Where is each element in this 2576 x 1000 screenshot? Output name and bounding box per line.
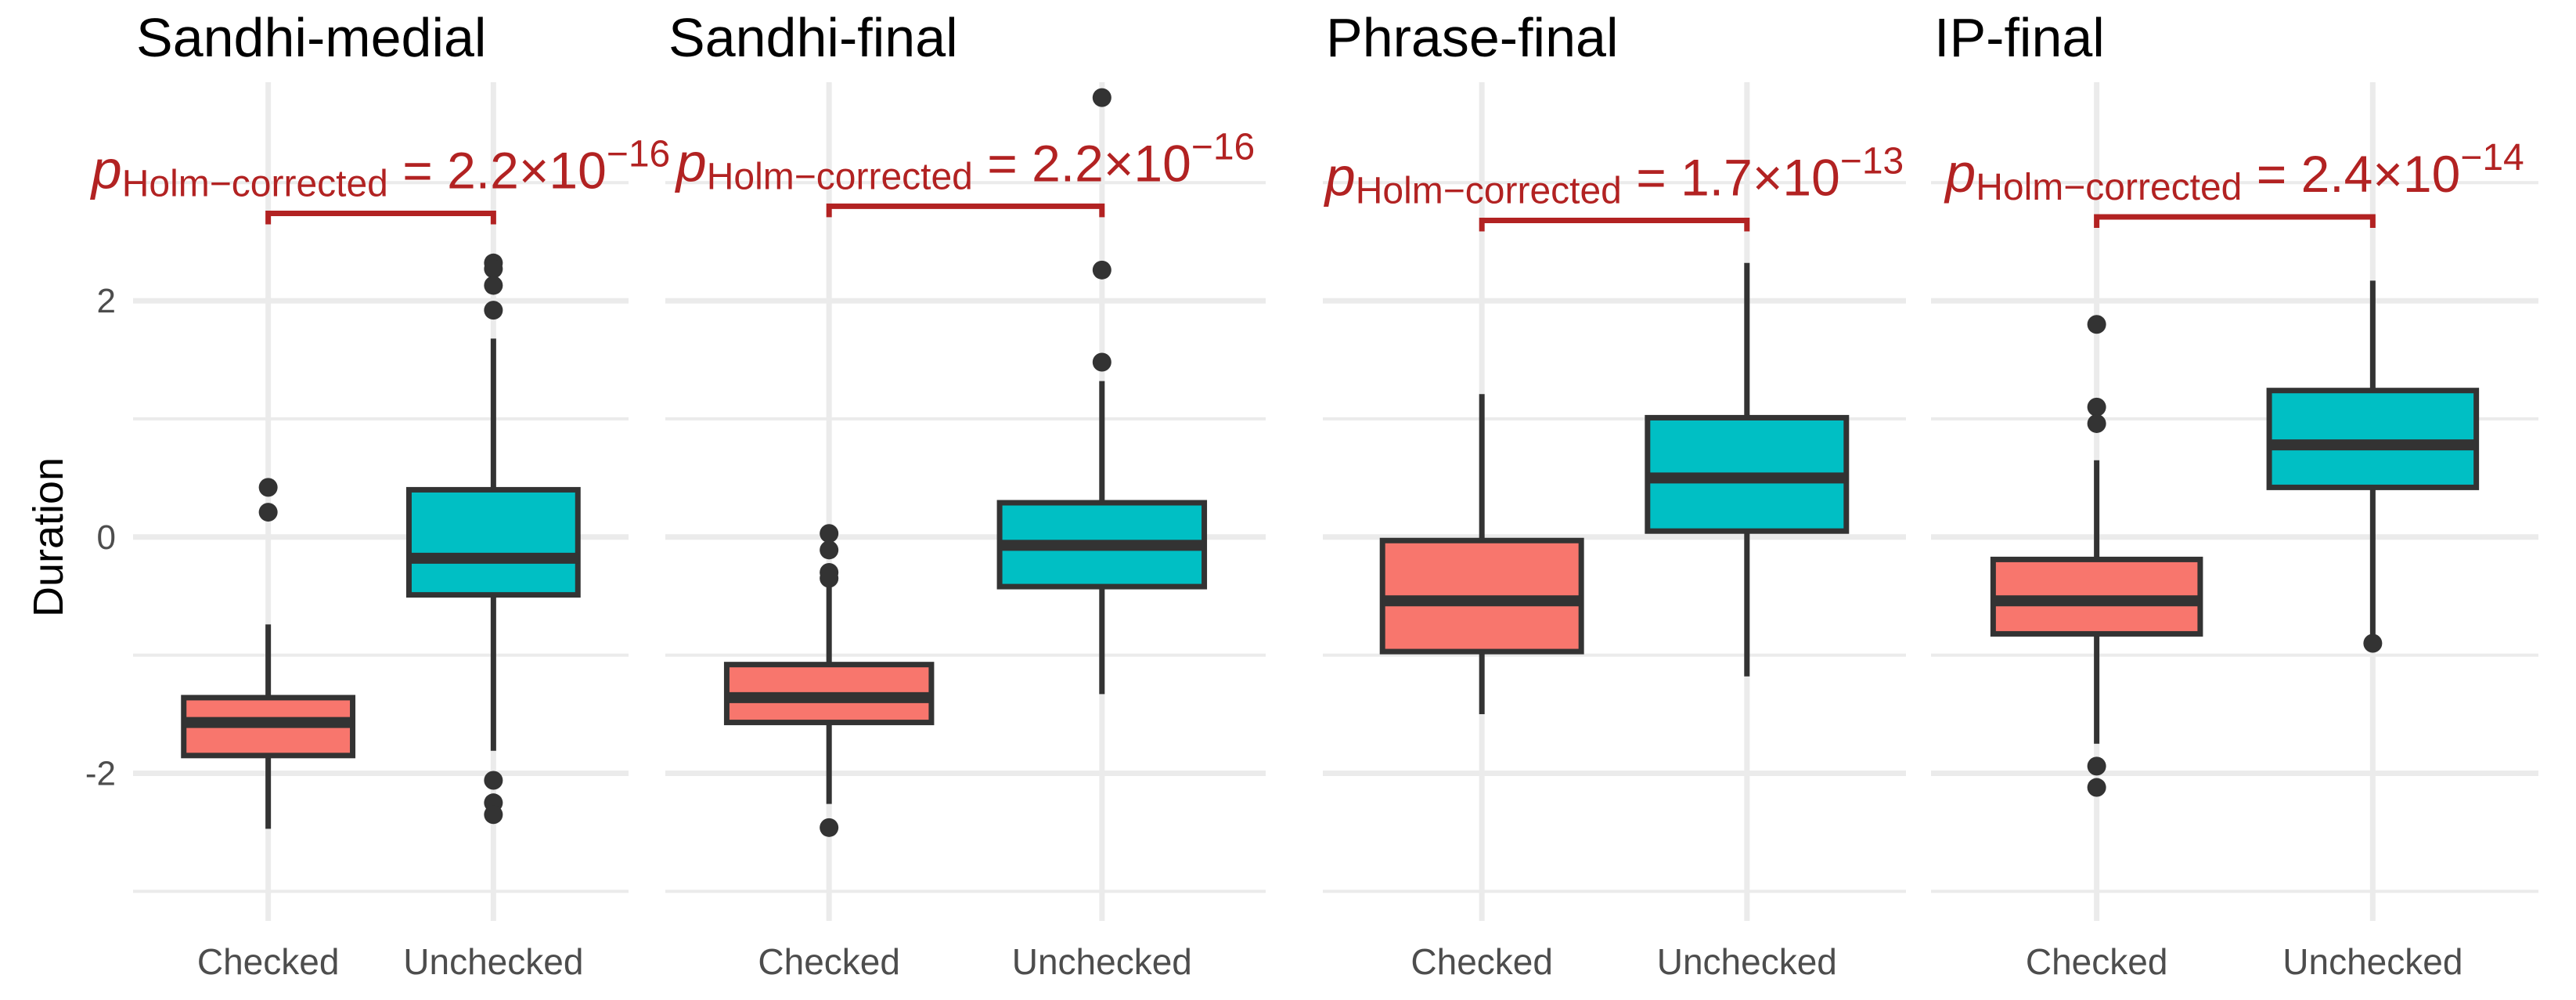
x-tick-label: Unchecked [1657, 941, 1837, 982]
outlier-point [820, 569, 839, 588]
p-value-annotation: pHolm−corrected = 2.2×10−16 [90, 133, 670, 204]
p-value-annotation: pHolm−corrected = 2.2×10−16 [675, 126, 1255, 197]
p-value-annotation: pHolm−corrected = 1.7×10−13 [1324, 140, 1904, 211]
box-iqr [405, 486, 581, 598]
significance-bracket [826, 203, 1105, 218]
p-symbol: p [1944, 143, 1976, 204]
outlier-point [484, 771, 503, 790]
y-tick-label: 2 [97, 282, 116, 320]
x-tick-label: Checked [2026, 941, 2168, 982]
x-tick-label: Unchecked [403, 941, 583, 982]
significance-bracket [1479, 217, 1750, 232]
outlier-point [1092, 352, 1111, 372]
panel-title: IP-final [1934, 7, 2105, 68]
box-checked [1379, 394, 1584, 715]
outlier-point [1092, 88, 1111, 107]
outlier-point [820, 524, 839, 543]
box-iqr [2266, 388, 2480, 490]
p-value-text: = 2.4×10 [2242, 145, 2460, 203]
outlier-point [2363, 634, 2383, 653]
outlier-point [2087, 315, 2106, 334]
y-tick-label: -2 [85, 754, 116, 792]
outlier-point [2087, 397, 2106, 417]
p-value-text: = 1.7×10 [1622, 148, 1840, 206]
p-value-text: = 2.2×10 [973, 134, 1191, 192]
outlier-point [484, 259, 503, 279]
outlier-point [820, 540, 839, 560]
box-unchecked [405, 253, 581, 825]
panel-title: Sandhi-final [668, 7, 958, 68]
x-tick-label: Unchecked [2282, 941, 2463, 982]
outlier-point [820, 818, 839, 837]
significance-bracket [2094, 214, 2376, 228]
outlier-point [2087, 756, 2106, 776]
p-subscript: Holm−corrected [122, 163, 388, 204]
box-unchecked [1645, 262, 1850, 677]
panel-title: Sandhi-medial [136, 7, 486, 68]
outlier-point [1092, 260, 1111, 280]
outlier-point [484, 276, 503, 295]
x-tick-label: Checked [197, 941, 340, 982]
p-subscript: Holm−corrected [1976, 167, 2242, 208]
box-unchecked [996, 88, 1208, 695]
p-symbol: p [675, 132, 707, 193]
outlier-point [258, 478, 278, 497]
significance-bracket [265, 210, 496, 225]
p-symbol: p [90, 139, 122, 200]
x-tick-label: Checked [758, 941, 900, 982]
x-tick-label: Checked [1410, 941, 1553, 982]
box-unchecked [2266, 280, 2480, 653]
box-checked [1990, 315, 2203, 797]
y-axis-label: Duration [25, 457, 72, 617]
p-symbol: p [1324, 146, 1356, 207]
p-exponent: −14 [2460, 137, 2524, 179]
x-tick-label: Unchecked [1012, 941, 1192, 982]
outlier-point [484, 301, 503, 320]
outlier-point [484, 805, 503, 825]
p-subscript: Holm−corrected [1356, 170, 1622, 211]
p-value-text: = 2.2×10 [388, 141, 607, 199]
p-exponent: −13 [1840, 140, 1904, 182]
p-exponent: −16 [1191, 126, 1255, 168]
outlier-point [2087, 778, 2106, 797]
y-tick-label: 0 [97, 518, 116, 557]
p-subscript: Holm−corrected [707, 156, 973, 197]
p-exponent: −16 [607, 133, 670, 175]
p-value-annotation: pHolm−corrected = 2.4×10−14 [1944, 137, 2524, 208]
panel-title: Phrase-final [1326, 7, 1619, 68]
outlier-point [258, 503, 278, 522]
box-checked [723, 524, 935, 837]
outlier-point [2087, 413, 2106, 433]
box-checked [181, 478, 356, 829]
